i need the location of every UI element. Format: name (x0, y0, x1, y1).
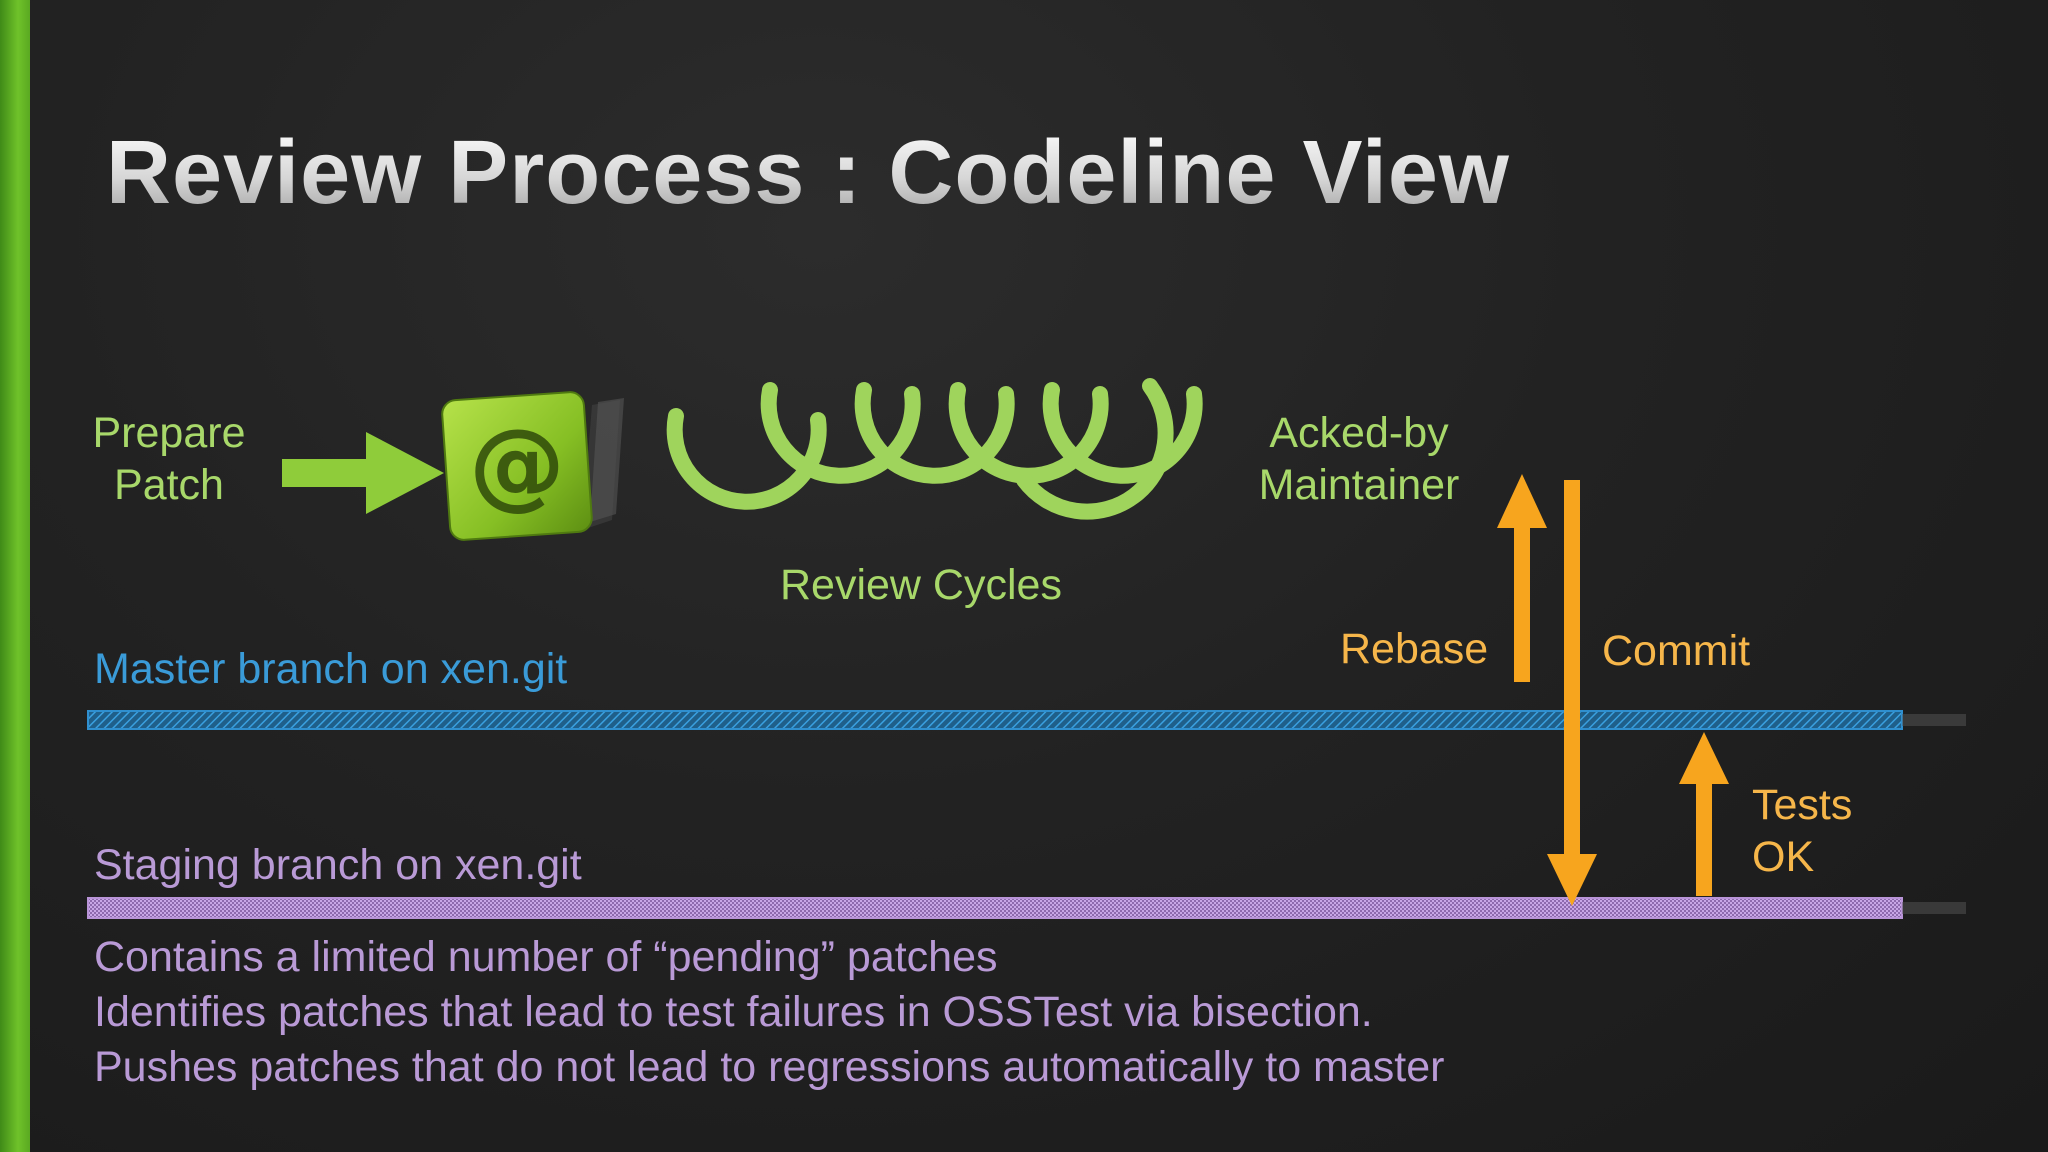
at-sign-email-icon (441, 391, 593, 541)
review-loop (666, 408, 827, 510)
tests-label-line1: Tests (1752, 781, 1853, 829)
master-branch-bar (87, 710, 1966, 730)
review-loop (1016, 378, 1174, 520)
review-cycles-loops (666, 378, 1203, 520)
acked-label-line2: Maintainer (1258, 460, 1460, 509)
staging-branch-bar (87, 897, 1966, 919)
accent-bar (0, 0, 30, 1152)
rebase-arrow (1497, 474, 1547, 682)
tests-ok-arrow (1679, 732, 1729, 896)
rebase-label: Rebase (1340, 625, 1489, 673)
description-line: Identifies patches that lead to test fai… (94, 988, 1373, 1036)
commit-label: Commit (1602, 627, 1751, 675)
prepare-patch-label: Prepare Patch (86, 408, 252, 511)
tests-label-line2: OK (1752, 832, 1815, 881)
commit-arrow (1547, 480, 1597, 906)
prepare-label-line2: Patch (114, 460, 224, 509)
prepare-to-email-arrow (282, 432, 444, 514)
master-branch-label: Master branch on xen.git (94, 645, 568, 693)
prepare-label-line1: Prepare (92, 409, 246, 457)
staging-branch-label: Staging branch on xen.git (94, 841, 582, 889)
acked-label-line1: Acked-by (1269, 409, 1449, 457)
description-line: Pushes patches that do not lead to regre… (94, 1043, 1445, 1091)
description-line: Contains a limited number of “pending” p… (94, 933, 998, 981)
review-cycles-label: Review Cycles (780, 561, 1062, 609)
review-loop (1042, 382, 1203, 484)
email-icon-group: @ (441, 391, 624, 541)
staging-description-list: Contains a limited number of “pending” p… (94, 930, 1444, 1095)
acked-by-maintainer-label: Acked-by Maintainer (1246, 408, 1472, 511)
review-loop (854, 382, 1015, 484)
email-icon-glyph: @ (469, 408, 565, 520)
tests-ok-label: Tests OK (1752, 780, 1852, 883)
review-loop (760, 382, 921, 484)
slide-title: Review Process : Codeline View (106, 123, 1510, 223)
